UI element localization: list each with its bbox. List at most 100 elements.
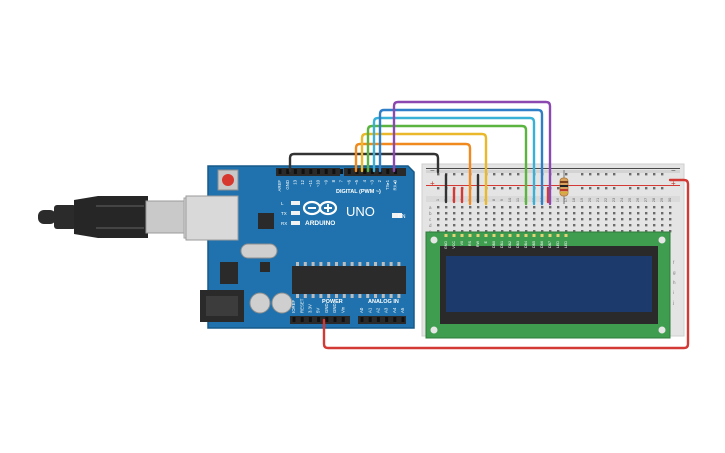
- lcd-pin-label: RS: [468, 240, 472, 246]
- lcd-pin: [476, 234, 480, 237]
- lcd-pin: [556, 234, 560, 237]
- pin-label: A5: [400, 307, 405, 313]
- lcd-pin-label: DB5: [532, 241, 536, 248]
- pin-label: A1: [367, 307, 372, 313]
- column-number: 19: [579, 197, 584, 202]
- wire-pin2[interactable]: [392, 100, 552, 206]
- lcd-pin-label: DB4: [524, 241, 528, 248]
- analog-header: [358, 316, 406, 324]
- resistor-icon: [559, 170, 569, 204]
- column-number: 17: [563, 197, 568, 202]
- wire-pin3[interactable]: [378, 108, 544, 206]
- row-letter: c: [429, 217, 432, 222]
- pin-label: GND: [285, 180, 290, 190]
- lcd-pin: [460, 234, 464, 237]
- column-number: 27: [643, 197, 648, 202]
- rail-plus-label: +: [430, 179, 435, 188]
- lcd-pin-label: E: [484, 240, 488, 243]
- pin-label: 3.3V: [308, 304, 313, 313]
- lcd-pin-label: LED: [556, 241, 560, 248]
- model-label: UNO: [346, 204, 375, 219]
- on-led: [392, 213, 402, 218]
- wire-gnd[interactable]: [288, 152, 440, 174]
- lcd-pin: [516, 234, 520, 237]
- pin-label: A4: [392, 307, 397, 313]
- pin-label: 4: [362, 179, 367, 182]
- rail-minus-label-right: −: [671, 166, 676, 175]
- regulator: [220, 262, 238, 284]
- column-number: 9: [499, 198, 504, 201]
- pin-label: 12: [300, 179, 305, 184]
- power-header-label: POWER: [322, 299, 343, 305]
- wire-pin5[interactable]: [366, 124, 528, 206]
- lcd-pin-label: DB3: [516, 241, 520, 248]
- pin-label: A0: [359, 307, 364, 313]
- row-letter: a: [429, 205, 432, 210]
- column-number: 30: [667, 197, 672, 202]
- digital-header-right: [344, 168, 406, 176]
- row-letter: j: [672, 300, 674, 305]
- pin-label: 5V: [316, 308, 321, 313]
- row-letter: i: [673, 290, 674, 295]
- brand-label: ARDUINO: [305, 220, 335, 227]
- analog-header-label: ANALOG IN: [368, 299, 399, 305]
- pin-label: Vin: [340, 306, 345, 313]
- wire-5v[interactable]: [322, 178, 690, 350]
- pin-label: ~5: [354, 179, 359, 185]
- pin-label: GND: [324, 303, 329, 313]
- lcd-pin: [452, 234, 456, 237]
- led-label: TX: [281, 211, 287, 216]
- row-letter: h: [673, 280, 676, 285]
- column-number: 20: [587, 197, 592, 202]
- lcd-pin-label: DB0: [492, 241, 496, 248]
- digital-header-left: [276, 168, 340, 176]
- column-number: 8: [491, 198, 496, 201]
- pin-label: A2: [376, 307, 381, 313]
- lcd-pin-label: VCC: [452, 241, 456, 249]
- on-label: ON: [398, 214, 406, 220]
- pin-label: 13: [293, 179, 298, 184]
- usb-jack: [185, 195, 239, 241]
- column-number: 1: [435, 198, 440, 201]
- pin-label: IOREF: [291, 299, 296, 313]
- column-number: 28: [651, 197, 656, 202]
- usb-chip: [258, 213, 274, 229]
- status-led: [291, 221, 300, 225]
- led-label: RX: [281, 221, 287, 226]
- digital-header-label: DIGITAL (PWM ~): [336, 189, 381, 195]
- lcd-pin: [500, 234, 504, 237]
- status-led: [291, 201, 300, 205]
- lcd-pin: [540, 234, 544, 237]
- lcd-pin: [548, 234, 552, 237]
- pin-label: RESET: [299, 298, 304, 313]
- lcd-pin: [508, 234, 512, 237]
- atmega-chip: [292, 266, 406, 294]
- pin-label: ~11: [308, 179, 313, 187]
- lcd-pin: [468, 234, 472, 237]
- pin-label: ~9: [323, 179, 328, 185]
- lcd-pin-label: RW: [476, 240, 480, 247]
- wire-pin7[interactable]: [354, 142, 472, 206]
- pin-label: ~3: [370, 179, 375, 185]
- lcd-pin-label: V0: [460, 241, 464, 245]
- capacitor: [271, 292, 293, 314]
- row-letter: f: [673, 260, 675, 265]
- lcd-pin-label: DB6: [540, 241, 544, 248]
- pin-label: RX◂0: [393, 179, 398, 190]
- column-number: 10: [507, 197, 512, 202]
- column-number: 26: [635, 197, 640, 202]
- lcd-pin: [532, 234, 536, 237]
- pin-label: ~6: [346, 179, 351, 185]
- status-led: [291, 211, 300, 215]
- wire-pin4[interactable]: [372, 116, 536, 206]
- column-number: 18: [571, 197, 576, 202]
- column-number: 11: [515, 197, 520, 202]
- lcd-pin: [524, 234, 528, 237]
- wire-pin6[interactable]: [360, 132, 488, 206]
- lcd-screen: [446, 256, 652, 312]
- reset-button-icon[interactable]: [217, 169, 239, 191]
- column-number: 29: [659, 197, 664, 202]
- lcd-pin-label: LED: [564, 241, 568, 248]
